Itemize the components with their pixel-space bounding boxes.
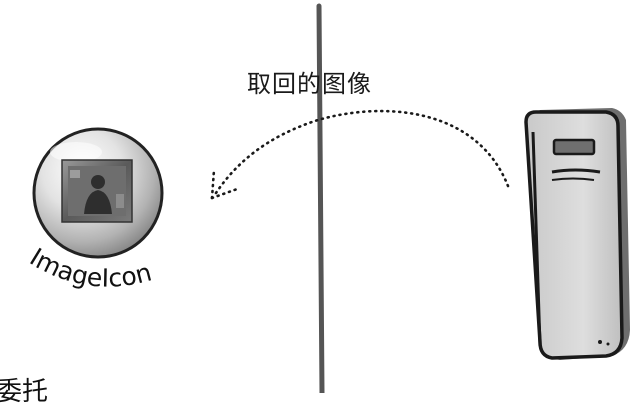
bottom-cut-text: 委托: [0, 377, 49, 407]
photo-thumbnail: [61, 159, 133, 223]
image-icon: [32, 127, 164, 259]
divider-line: [316, 3, 325, 393]
diagram-canvas: ImageIcon: [25, 3, 630, 393]
retrieved-image-caption: 取回的图像: [247, 70, 372, 98]
server-device-icon: [524, 108, 630, 360]
retrieval-arrow: [212, 109, 510, 198]
arrow-head: [210, 168, 242, 200]
